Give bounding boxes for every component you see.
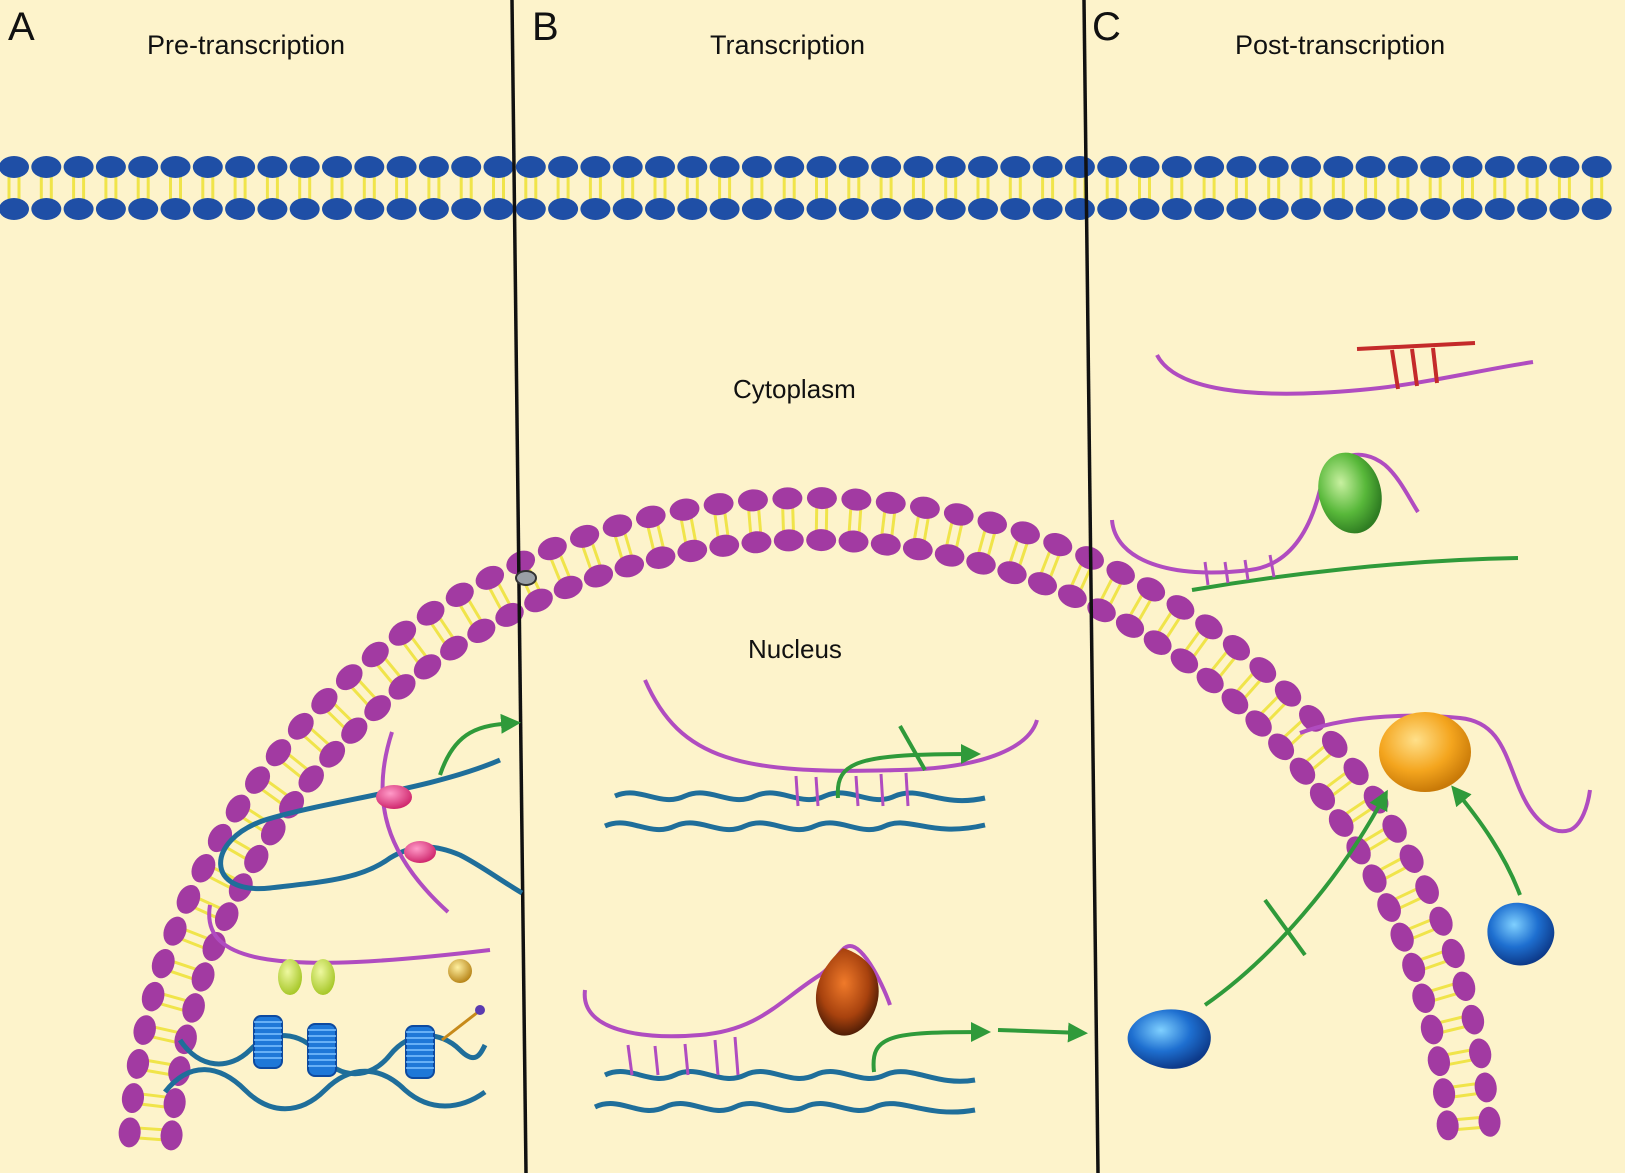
panel-b-lower-complex — [582, 943, 1088, 1115]
modifier-head — [475, 1005, 485, 1015]
cell-membrane — [0, 156, 1612, 220]
modifier-tool — [441, 1010, 479, 1042]
protein — [448, 959, 472, 983]
nucleosome — [405, 1025, 435, 1079]
export-arrow — [997, 1022, 1088, 1043]
region-label-cytoplasm: Cytoplasm — [733, 374, 856, 404]
panel-title-b: Transcription — [710, 30, 865, 60]
lncrna — [1299, 713, 1592, 834]
nucleosome — [253, 1015, 283, 1069]
mirna — [1356, 341, 1476, 351]
dna-strand — [593, 1101, 976, 1115]
panel-letter-b: B — [532, 5, 559, 49]
blue-protein — [1487, 902, 1555, 966]
nucleosome-group — [253, 1015, 435, 1079]
dna-strand — [163, 1067, 487, 1112]
dna-strand — [603, 820, 986, 833]
transcription-arrow — [871, 1022, 991, 1073]
protein — [311, 959, 335, 995]
brown-protein — [815, 948, 879, 1036]
lncrna — [207, 904, 491, 965]
panel-title-a: Pre-transcription — [147, 30, 345, 60]
binding-arrow — [1203, 789, 1388, 1007]
panel-a-nucleosomes — [163, 904, 491, 1112]
panel-c-mrna-binding — [1110, 452, 1519, 592]
dna-strand — [603, 1069, 976, 1084]
binding-protein — [404, 841, 436, 863]
nuclear-membrane — [118, 487, 1501, 1151]
panel-letter-a: A — [8, 5, 35, 49]
panel-c-protein-scaffold — [1127, 712, 1592, 1069]
dna-loop — [218, 757, 524, 896]
lncrna — [1110, 452, 1420, 575]
enhancer-rna — [380, 731, 450, 914]
mrna — [1191, 556, 1519, 592]
inhibition-mark — [1263, 898, 1307, 957]
binding-protein — [376, 785, 412, 809]
activation-arrow — [438, 713, 521, 776]
panel-letter-c: C — [1092, 5, 1121, 49]
protein — [278, 959, 302, 995]
nuclear-pore — [515, 570, 537, 586]
orange-protein — [1379, 712, 1471, 792]
lncrna — [582, 943, 892, 1039]
green-protein — [1318, 452, 1382, 534]
nucleosome — [307, 1023, 337, 1077]
transcription-arrow — [835, 744, 981, 799]
panel-divider-ab — [510, 0, 528, 1173]
panel-b-upper-complex — [603, 679, 1039, 833]
panel-c-mirna-sponge — [1155, 341, 1534, 396]
panel-a-chromatin-looping — [218, 713, 524, 914]
inhibition-mark — [898, 725, 927, 771]
blue-protein — [1127, 1009, 1211, 1069]
lncrna — [643, 679, 1039, 773]
binding-arrow — [1451, 785, 1522, 896]
panel-divider-bc — [1082, 0, 1100, 1173]
lncrna — [1155, 354, 1534, 396]
region-label-nucleus: Nucleus — [748, 634, 842, 664]
panel-title-c: Post-transcription — [1235, 30, 1445, 60]
